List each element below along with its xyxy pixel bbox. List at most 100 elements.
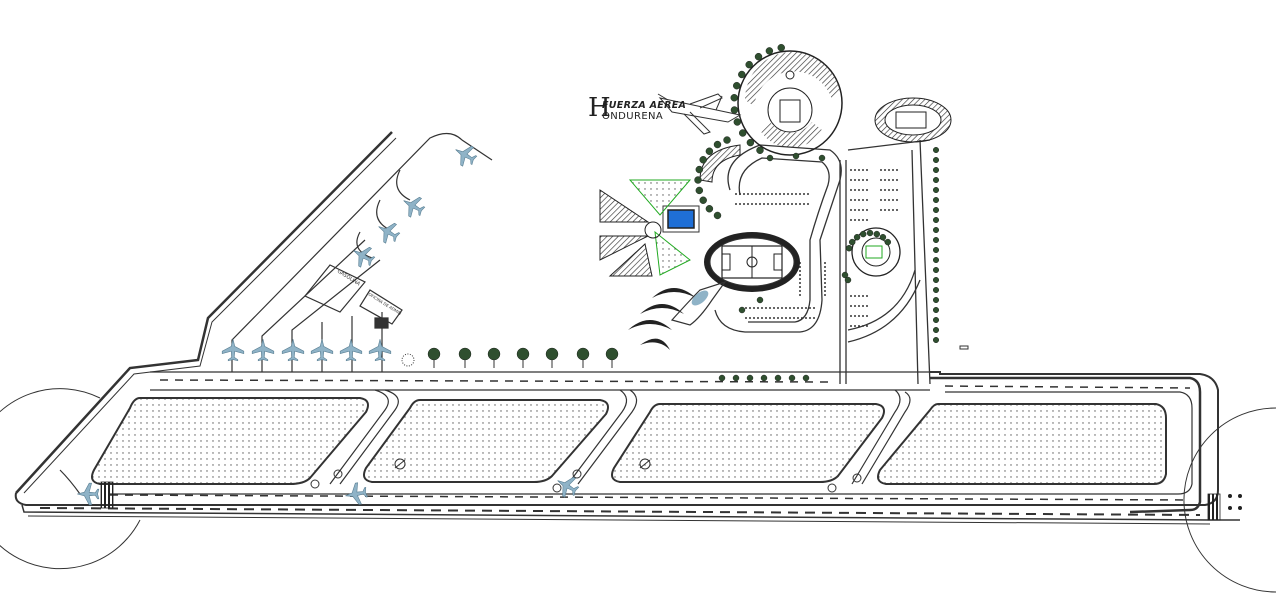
navigation-markers (310, 353, 862, 493)
stadium (704, 232, 800, 292)
tree-icon (718, 374, 726, 382)
threshold-marking-west (100, 481, 114, 509)
infield-block-1 (91, 397, 369, 485)
drawing-title: H FUERZA AEREA ONDURENA (588, 93, 687, 125)
tree-icon (933, 317, 940, 324)
aircraft-icon (339, 339, 363, 362)
tree-icon (873, 230, 880, 238)
tree-icon (745, 60, 753, 69)
tree-icon (818, 154, 826, 162)
tree-icon (738, 70, 746, 79)
tree-icon (845, 245, 853, 252)
tree-icon (699, 196, 707, 204)
tree-icon (733, 81, 741, 90)
tree-icon (933, 166, 940, 173)
tree-icon (933, 257, 940, 264)
tree-icon (788, 374, 796, 382)
tree-icon (933, 327, 940, 334)
grid-marker (959, 345, 969, 350)
parked-aircraft (77, 145, 580, 506)
tree-icon (730, 106, 739, 114)
tree-icon (713, 140, 722, 149)
taxiway-centerline-top (159, 379, 831, 383)
hangar-label: OFICINA DE ADMIN (367, 292, 402, 316)
title-line-1: FUERZA AEREA (602, 100, 687, 111)
tree-icon (723, 136, 731, 144)
aircraft-icon (345, 482, 368, 505)
tree-icon (732, 374, 740, 382)
title-initial: H (588, 93, 611, 123)
tree-icon (933, 246, 940, 253)
tree-icon (746, 138, 755, 147)
tree-icon (879, 234, 887, 241)
west-semicircle-garden (699, 144, 741, 183)
runway-lower-edge (21, 504, 1240, 521)
tree-icon (933, 277, 940, 284)
tree-icon (705, 147, 714, 155)
aircraft-icon (221, 339, 245, 362)
tree-icon (754, 52, 763, 61)
title-line-2: ONDURENA (602, 111, 664, 122)
aircraft-icon (77, 482, 100, 506)
tree-canopy (694, 43, 940, 344)
tree-icon (730, 94, 738, 102)
tree-icon (576, 347, 590, 361)
airfield-boundary-inner (23, 137, 397, 494)
aircraft-icon (353, 246, 376, 268)
tree-icon (739, 129, 747, 137)
tree-icon (933, 307, 940, 314)
tree-icon (844, 276, 852, 284)
tree-icon (760, 374, 768, 382)
pool-deck (662, 205, 700, 233)
aircraft-icon (403, 196, 426, 218)
runway-end-circle-left (0, 388, 141, 570)
tree-icon (933, 236, 940, 243)
threshold-marking-east (1207, 493, 1221, 521)
tree-icon (699, 156, 707, 164)
tree-icon (933, 176, 940, 183)
tree-icon (545, 347, 559, 361)
tree-row-apron (427, 347, 810, 382)
airfield-boundary (15, 131, 1202, 514)
aircraft-icon (310, 339, 334, 362)
tree-icon (853, 234, 861, 241)
tree-icon (695, 165, 704, 174)
tree-icon (849, 238, 856, 246)
tree-icon (933, 297, 940, 304)
tree-icon (756, 146, 764, 154)
tree-icon (756, 296, 764, 304)
tree-icon (792, 152, 800, 160)
tree-icon (933, 337, 940, 344)
tree-icon (933, 287, 940, 294)
swimming-pool (667, 209, 695, 229)
infield-block-2 (363, 399, 609, 483)
infield-block-4 (877, 403, 1167, 485)
tree-icon (933, 156, 940, 163)
tree-icon (516, 347, 530, 361)
tree-icon (765, 47, 774, 55)
tree-icon (933, 216, 940, 223)
tree-icon (738, 306, 746, 314)
tree-icon (713, 211, 722, 220)
tree-icon (427, 347, 441, 361)
tree-icon (605, 347, 619, 361)
tree-icon (487, 347, 501, 361)
aircraft-icon (368, 339, 392, 362)
tree-icon (860, 230, 867, 238)
runway-end-circle-right (1183, 407, 1276, 593)
tree-icon (774, 374, 782, 382)
crescent-gardens (628, 288, 696, 350)
aircraft-icon (378, 222, 401, 244)
aircraft-icon (557, 476, 580, 498)
tree-icon (933, 267, 940, 274)
tree-icon (841, 271, 849, 279)
parking-rows (735, 169, 898, 327)
tree-icon (733, 118, 742, 126)
tree-icon (705, 205, 714, 213)
triangle-plaza (599, 179, 692, 277)
inner-roundabout (851, 227, 901, 277)
stadium-approach-bridge (670, 280, 727, 326)
east-circular-plaza (874, 97, 952, 143)
infield-block-3 (611, 403, 885, 483)
